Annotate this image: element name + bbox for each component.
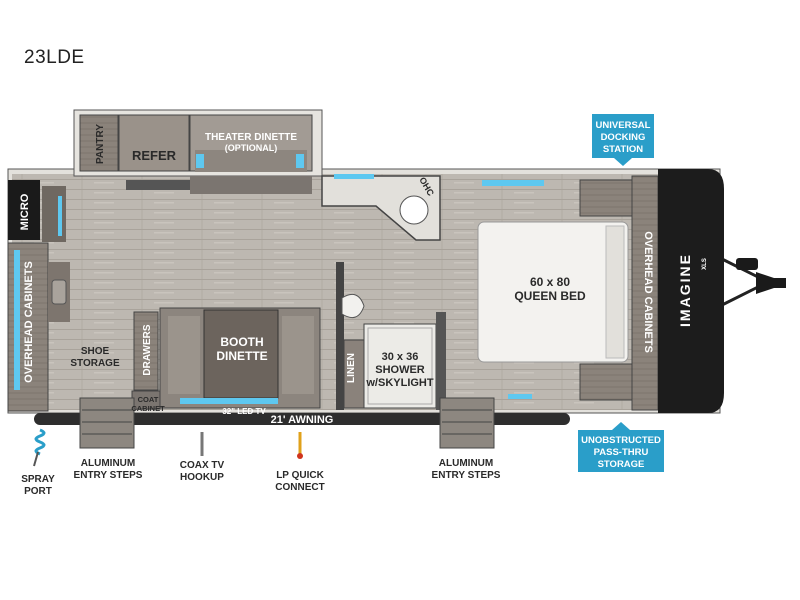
awning-label: 21' AWNING — [271, 414, 334, 426]
callout-text: DOCKING — [601, 132, 646, 143]
coax-hookup-label: HOOKUP — [180, 472, 224, 483]
micro-block — [8, 180, 40, 240]
window-accents — [14, 154, 544, 399]
bed-size-label: 60 x 80 — [530, 275, 570, 289]
model-number: 23LDE — [24, 47, 85, 68]
bath-area — [321, 175, 446, 410]
drawers-label: DRAWERS — [142, 324, 153, 375]
overhead-cabinets-right-label: OVERHEAD CABINETS — [642, 231, 654, 353]
shower-label: w/SKYLIGHT — [365, 377, 434, 389]
linen-label: LINEN — [346, 353, 357, 383]
bed-label: QUEEN BED — [514, 289, 586, 303]
shoe-storage-label: STORAGE — [70, 358, 120, 369]
theater-optional-label: (OPTIONAL) — [225, 143, 278, 153]
spray-port-label: SPRAY — [21, 474, 55, 485]
callout-text: UNIVERSAL — [596, 120, 651, 131]
entry-steps-right-label: ENTRY STEPS — [432, 470, 501, 481]
coax-hookup-label: COAX TV — [180, 460, 225, 471]
overhead-cabinets-right — [631, 175, 659, 411]
shower-label: 30 x 36 — [382, 351, 419, 363]
brand-logo: IMAGINE — [677, 253, 693, 327]
kitchen-counter — [42, 186, 66, 242]
shower-label: SHOWER — [375, 364, 425, 376]
micro-label: MICRO — [19, 193, 31, 230]
overhead-cabinets-left-label: OVERHEAD CABINETS — [23, 261, 35, 383]
front-cap — [658, 169, 724, 413]
bed-pillows — [605, 225, 625, 359]
queen-bed — [477, 221, 629, 363]
nightstand-bottom — [579, 363, 633, 401]
booth-dinette-label: BOOTH — [220, 335, 263, 349]
spray-port-label: PORT — [24, 486, 52, 497]
lp-connect-tip — [297, 453, 303, 459]
callout-text: STORAGE — [598, 459, 645, 470]
spray-port-icon — [33, 428, 46, 467]
entry-steps-left — [79, 397, 135, 449]
sink-icon — [51, 279, 67, 305]
brand-sub-logo: XLS — [702, 258, 708, 270]
led-tv-label: 32" LED TV — [222, 407, 266, 416]
coat-cabinet-label: COAT — [138, 395, 159, 404]
lp-connect-label: CONNECT — [275, 482, 324, 493]
booth-dinette-label: DINETTE — [216, 349, 267, 363]
entry-steps-right — [439, 397, 495, 449]
shoe-storage-label: SHOE — [81, 346, 110, 357]
tongue-hitch — [719, 256, 786, 308]
led-tv-strip — [180, 398, 278, 404]
callout-pass-thru-storage: UNOBSTRUCTED PASS-THRU STORAGE — [578, 422, 664, 472]
lp-connect-label: LP QUICK — [276, 470, 324, 481]
drawers-unit — [133, 311, 159, 391]
entry-steps-left-label: ENTRY STEPS — [74, 470, 143, 481]
booth-dinette — [159, 307, 321, 409]
theater-dinette-label: THEATER DINETTE — [205, 132, 297, 143]
callout-universal-docking: UNIVERSAL DOCKING STATION — [592, 114, 654, 166]
callout-text: UNOBSTRUCTED — [581, 435, 661, 446]
callout-text: STATION — [603, 144, 643, 155]
pantry-label: PANTRY — [95, 124, 106, 164]
coat-cabinet-label: CABINET — [131, 404, 165, 413]
callout-text: PASS-THRU — [594, 447, 649, 458]
awning-bar — [34, 413, 570, 425]
nightstand-top — [579, 179, 633, 217]
refer-label: REFER — [132, 148, 177, 163]
entry-steps-left-label: ALUMINUM — [81, 458, 135, 469]
entry-steps-right-label: ALUMINUM — [439, 458, 493, 469]
